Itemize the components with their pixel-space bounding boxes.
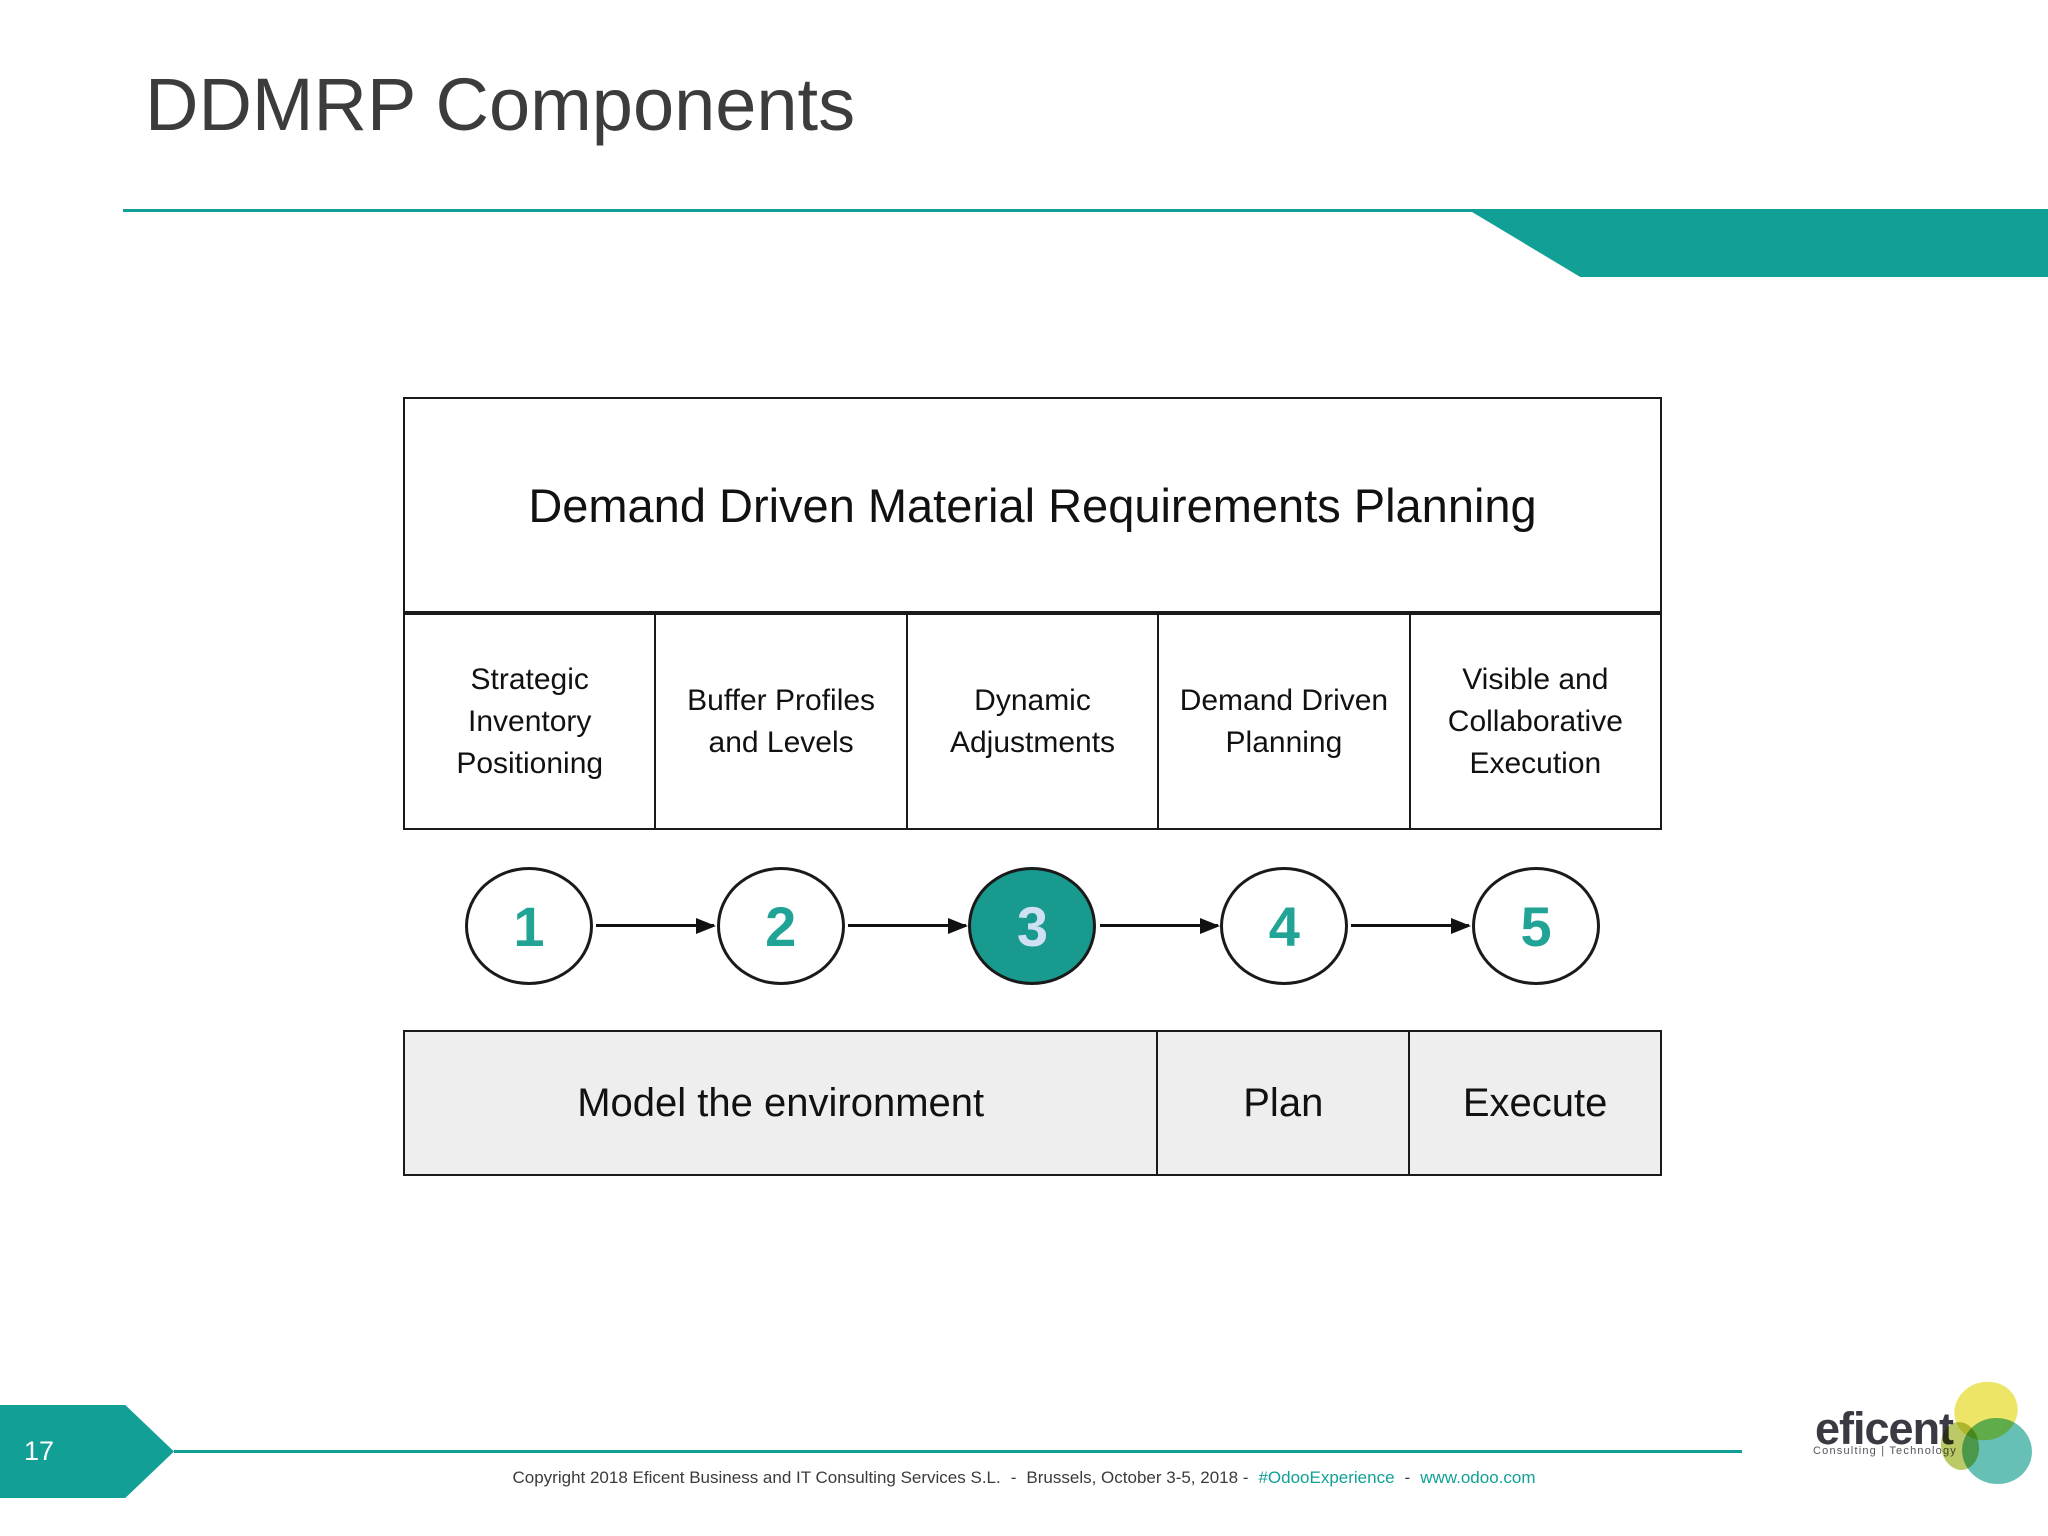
website-link[interactable]: www.odoo.com (1420, 1468, 1536, 1487)
arrow-icon-3-to-4 (1100, 918, 1220, 934)
logo-ellipses-icon (1937, 1373, 2048, 1500)
component-box-dynamic-adjustments: Dynamic Adjustments (907, 613, 1160, 830)
step-circle-5: 5 (1472, 867, 1601, 985)
step-cell-3: 3 (907, 862, 1159, 990)
footer-text: Copyright 2018 Eficent Business and IT C… (0, 1468, 2048, 1488)
component-box-demand-driven-planning: Demand Driven Planning (1159, 613, 1411, 830)
logo-wordmark: eficent (1815, 1403, 1954, 1454)
arrow-icon-4-to-5 (1351, 918, 1471, 934)
component-box-buffer-profiles-and-levels: Buffer Profiles and Levels (656, 613, 908, 830)
phase-box-execute: Execute (1410, 1030, 1662, 1176)
component-box-visible-collaborative-execution: Visible and Collaborative Execution (1410, 613, 1663, 830)
footer-divider-line (174, 1450, 1742, 1453)
phase-box-plan: Plan (1158, 1030, 1411, 1176)
phases-row: Model the environment Plan Execute (403, 1030, 1662, 1176)
step-cell-1: 1 (403, 862, 655, 990)
arrow-icon-2-to-3 (848, 918, 968, 934)
page-number: 17 (24, 1436, 55, 1466)
page-title: DDMRP Components (145, 63, 856, 146)
components-row: Strategic Inventory Positioning Buffer P… (403, 613, 1663, 830)
step-cell-5: 5 (1410, 862, 1662, 990)
component-box-strategic-inventory-positioning: Strategic Inventory Positioning (403, 613, 657, 830)
event-location-date: Brussels, October 3-5, 2018 - (1026, 1468, 1249, 1487)
step-cell-4: 4 (1158, 862, 1410, 990)
step-cell-2: 2 (655, 862, 907, 990)
footer-dash: - (1010, 1468, 1017, 1487)
step-circle-2: 2 (716, 867, 845, 985)
footer-dash-2: - (1404, 1468, 1411, 1487)
steps-row: 1 2 3 4 5 (403, 862, 1662, 990)
eficent-logo: eficent Consulting | Technology (1750, 1373, 2048, 1515)
corner-accent-band (1467, 209, 2048, 277)
step-circle-3-active: 3 (968, 867, 1097, 985)
copyright-text: Copyright 2018 Eficent Business and IT C… (512, 1468, 1001, 1487)
hashtag-link[interactable]: #OdooExperience (1258, 1468, 1395, 1487)
title-divider-line (123, 209, 2048, 212)
arrow-icon-1-to-2 (596, 918, 716, 934)
step-circle-1: 1 (464, 867, 593, 985)
phase-box-model-the-environment: Model the environment (403, 1030, 1159, 1176)
logo-tagline: Consulting | Technology (1813, 1445, 1957, 1457)
step-circle-4: 4 (1220, 867, 1349, 985)
diagram-title-box: Demand Driven Material Requirements Plan… (403, 397, 1662, 613)
